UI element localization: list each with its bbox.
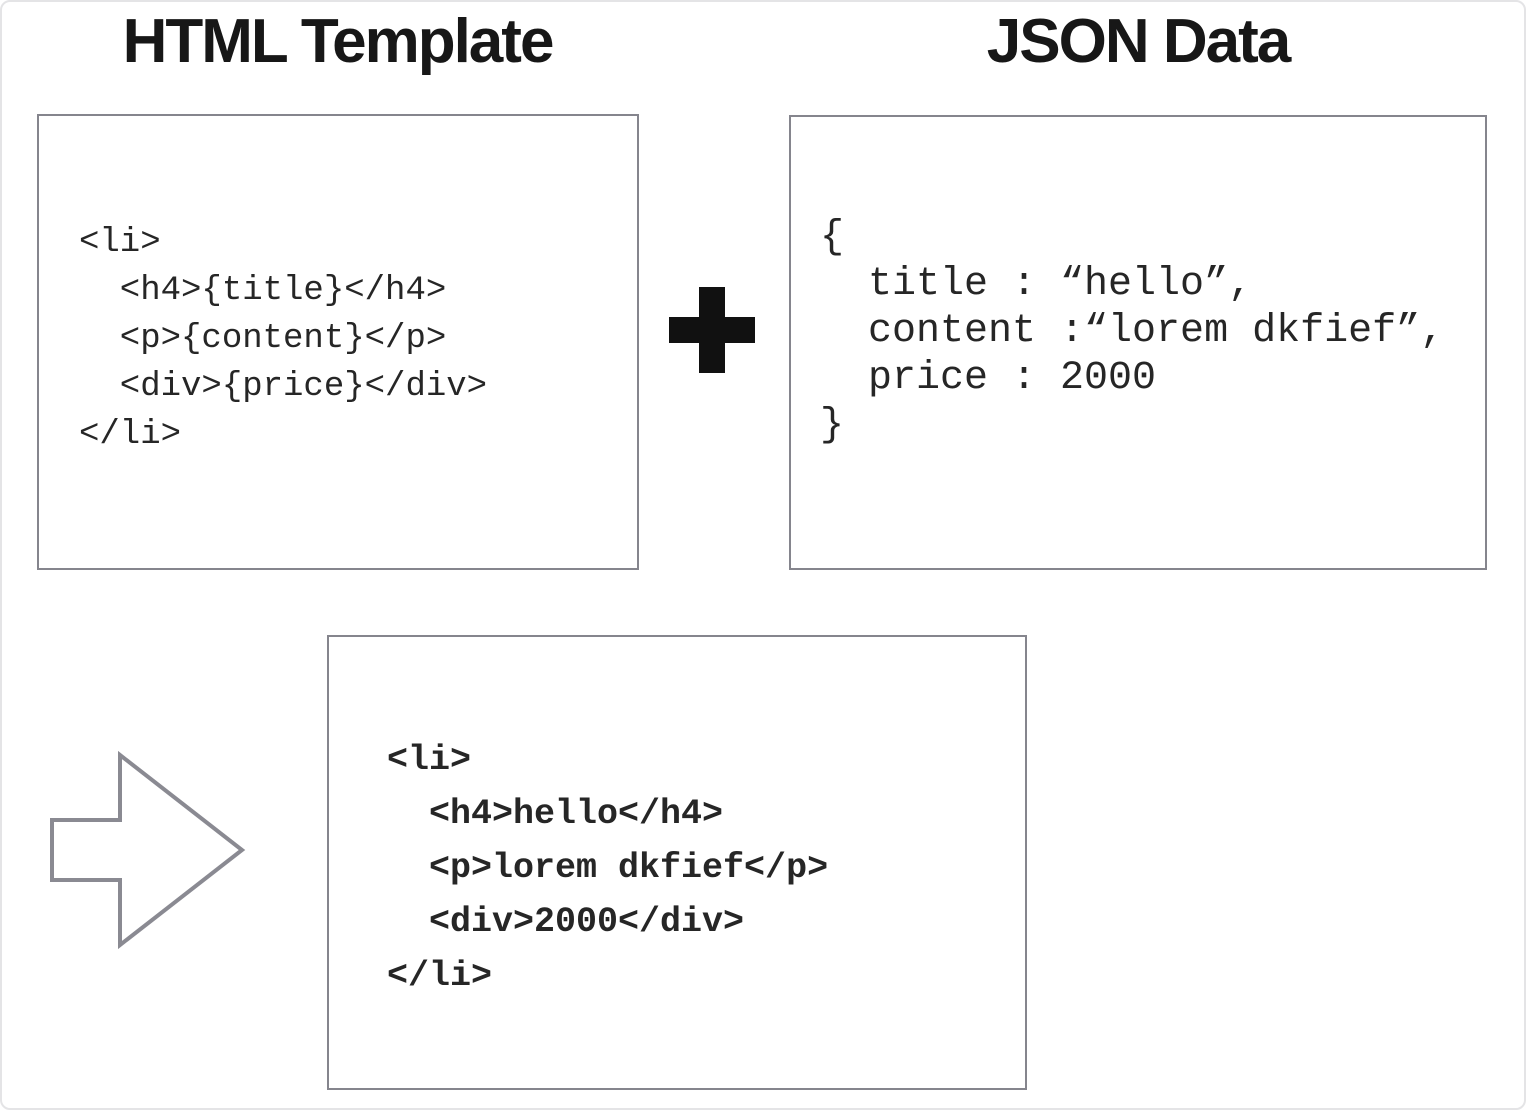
html-template-box: <li> <h4>{title}</h4> <p>{content}</p> <… <box>37 114 639 570</box>
plus-vertical-bar <box>699 287 725 373</box>
rendered-result-box: <li> <h4>hello</h4> <p>lorem dkfief</p> … <box>327 635 1027 1090</box>
rendered-result-code: <li> <h4>hello</h4> <p>lorem dkfief</p> … <box>387 740 829 996</box>
plus-icon <box>669 287 755 373</box>
json-data-box: { title : “hello”, content :“lorem dkfie… <box>789 115 1487 570</box>
json-data-title: JSON Data <box>986 7 1291 76</box>
html-template-code: <li> <h4>{title}</h4> <p>{content}</p> <… <box>79 224 488 454</box>
right-arrow-icon <box>50 750 246 950</box>
json-data-code: { title : “hello”, content :“lorem dkfie… <box>820 215 1445 448</box>
html-template-title: HTML Template <box>122 7 555 76</box>
